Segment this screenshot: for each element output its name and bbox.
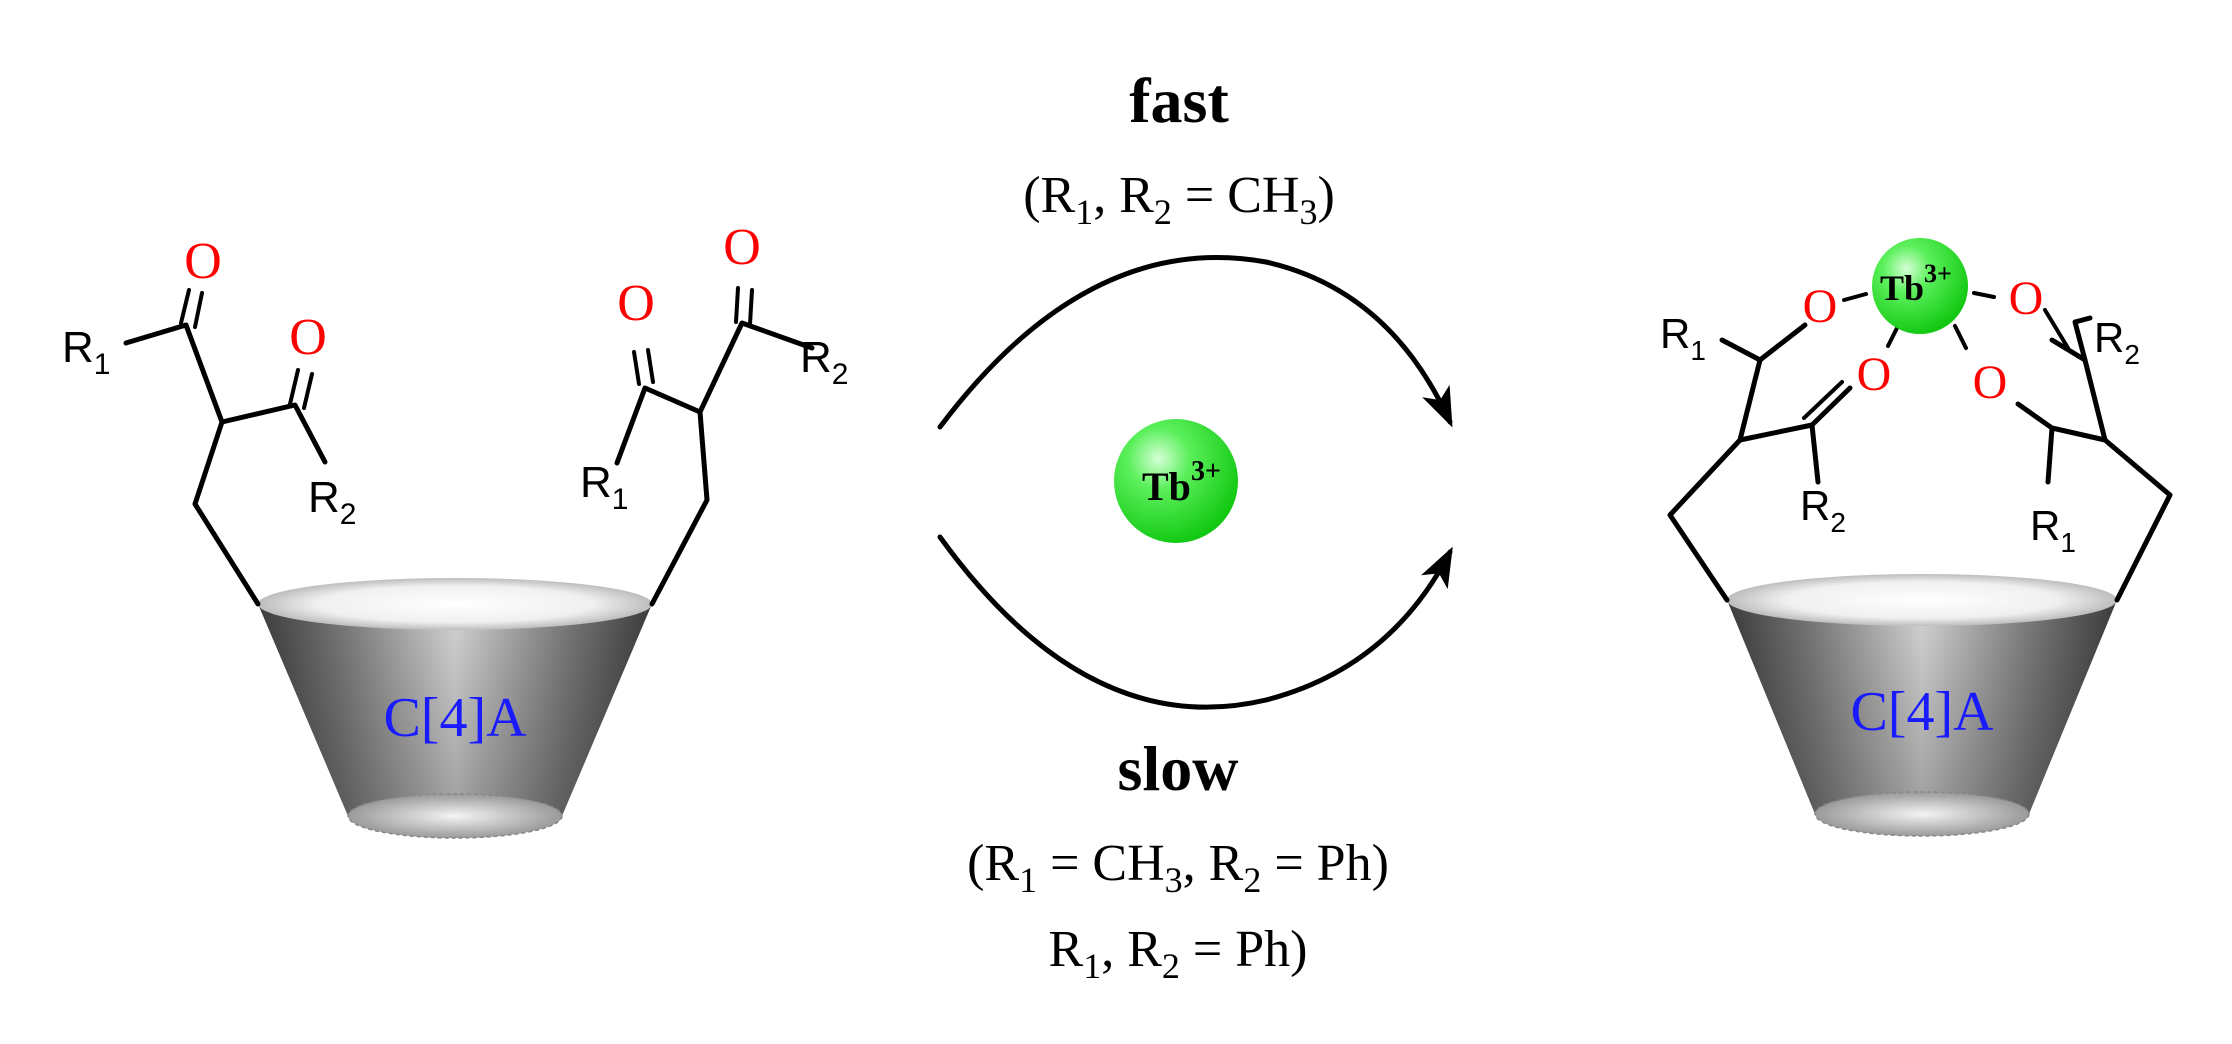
- right-r1-top: R1: [1660, 310, 1706, 366]
- right-r2-bottom: R2: [1800, 482, 1846, 538]
- right-molecule: C[4]A O O O O: [1660, 238, 2173, 837]
- left-r2-bottom: R2: [308, 473, 356, 531]
- center-tb-label: Tb3+: [1142, 456, 1221, 509]
- left-oxygen-3: O: [617, 275, 655, 332]
- right-oxygen-3: O: [1857, 348, 1892, 401]
- right-oxygen-4: O: [1973, 356, 2008, 409]
- right-tb-ion: Tb3+: [1872, 238, 1968, 334]
- center-tb-ion: Tb3+: [1114, 419, 1238, 543]
- fast-condition: (R1, R2 = CH3): [1023, 167, 1335, 232]
- left-oxygen-2: O: [289, 309, 327, 366]
- slow-title: slow: [1118, 733, 1239, 804]
- slow-condition-2: R1, R2 = Ph): [1049, 921, 1308, 986]
- left-r1-bottom: R1: [580, 458, 628, 516]
- slow-arrow: [937, 534, 1453, 710]
- fast-title: fast: [1129, 65, 1229, 136]
- left-scaffold-label: C[4]A: [383, 687, 527, 749]
- right-oxygen-2: O: [2009, 272, 2044, 325]
- reaction-center: fast (R1, R2 = CH3) Tb3+ slow (R1 = CH3,…: [937, 65, 1453, 986]
- left-molecule: C[4]A O O O O R1 R2 R1: [62, 219, 848, 839]
- right-calixarene-cone: [1727, 574, 2117, 837]
- fast-arrow: [937, 255, 1453, 430]
- right-r2-top: R2: [2094, 314, 2140, 370]
- left-oxygen-4: O: [723, 219, 761, 276]
- right-r1-bottom: R1: [2030, 502, 2076, 558]
- right-bonds: [1667, 291, 2173, 603]
- left-r1-top: R1: [62, 323, 110, 381]
- left-r2-top: R2: [800, 333, 848, 391]
- left-calixarene-cone: [258, 578, 652, 839]
- slow-condition-1: (R1 = CH3, R2 = Ph): [967, 835, 1389, 900]
- right-oxygen-1: O: [1803, 280, 1838, 333]
- right-tb-label: Tb3+: [1880, 259, 1952, 308]
- left-oxygen-1: O: [184, 233, 222, 290]
- left-bonds: [123, 286, 815, 607]
- right-scaffold-label: C[4]A: [1850, 681, 1994, 743]
